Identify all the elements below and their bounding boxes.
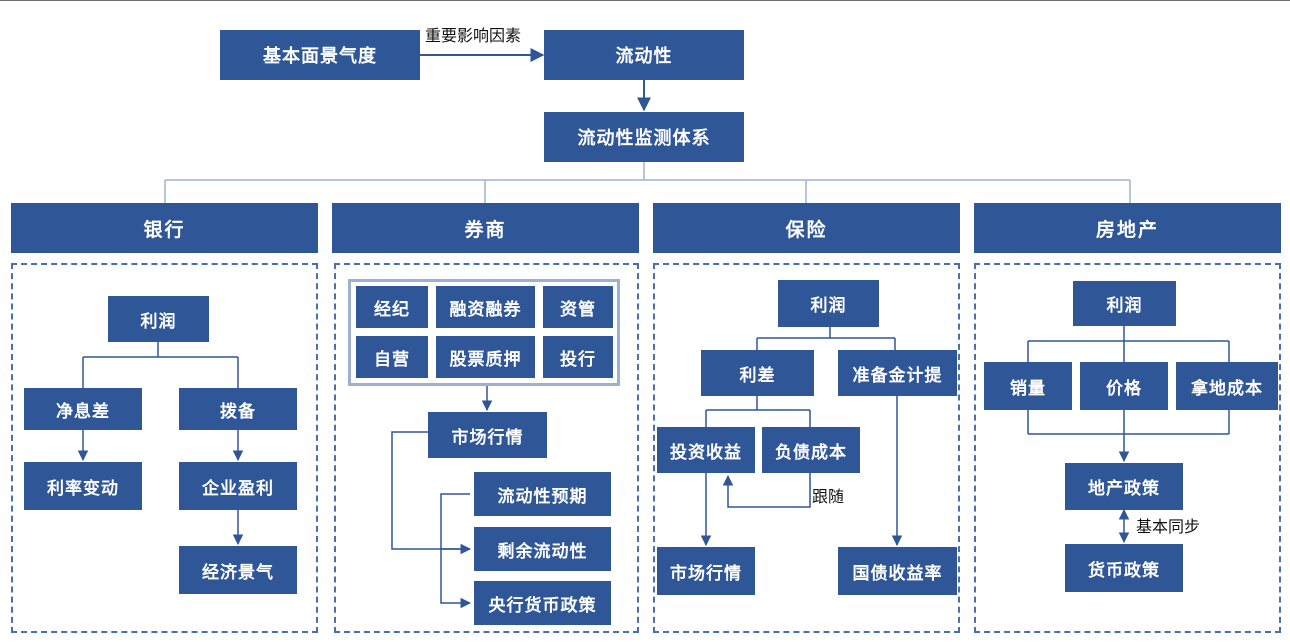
ins-market-box: 市场行情 <box>657 547 755 595</box>
bank-panel <box>11 263 318 633</box>
broker-cb-policy-box: 央行货币政策 <box>474 581 611 625</box>
insurance-lines <box>700 327 903 547</box>
bank-economy-box: 经济景气 <box>179 546 297 594</box>
broker-lines <box>391 386 493 609</box>
sector-header-bank: 银行 <box>11 203 318 253</box>
bank-nim-box: 净息差 <box>24 388 142 430</box>
bank-corp-profit-box: 企业盈利 <box>179 462 297 510</box>
re-monetary-box: 货币政策 <box>1065 544 1183 592</box>
re-sales-box: 销量 <box>984 362 1072 410</box>
insurance-panel <box>653 263 960 633</box>
broker-excess-liq-box: 剩余流动性 <box>474 527 611 571</box>
bank-provision-box: 拨备 <box>179 388 297 430</box>
re-policy-box: 地产政策 <box>1065 463 1183 510</box>
broker-panel <box>334 263 639 633</box>
liquidity-monitor-box: 流动性监测体系 <box>544 112 744 162</box>
sector-header-broker: 券商 <box>332 203 639 253</box>
realestate-panel <box>974 263 1281 633</box>
broker-asset-mgmt-box: 资管 <box>543 286 613 328</box>
broker-brokerage-box: 经纪 <box>356 286 428 328</box>
re-sync-label: 基本同步 <box>1136 517 1201 536</box>
ins-bond-yield-box: 国债收益率 <box>838 547 957 595</box>
edge-label-important-factor: 重要影响因素 <box>425 22 522 46</box>
bank-profit-box: 利润 <box>108 296 209 342</box>
top-border-line <box>0 0 1290 1</box>
broker-margin-box: 融资融券 <box>436 286 535 328</box>
broker-pledge-box: 股票质押 <box>436 336 535 378</box>
broker-market-box: 市场行情 <box>428 412 547 458</box>
sector-header-realestate: 房地产 <box>974 203 1281 253</box>
ins-reserve-box: 准备金计提 <box>838 350 957 396</box>
ins-inv-return-box: 投资收益 <box>657 427 755 473</box>
re-price-box: 价格 <box>1080 362 1168 410</box>
re-profit-box: 利润 <box>1073 281 1176 326</box>
ins-profit-box: 利润 <box>778 280 879 327</box>
broker-ib-box: 投行 <box>543 336 613 378</box>
ins-spread-box: 利差 <box>701 350 814 396</box>
sector-tree-lines <box>164 162 1131 203</box>
liquidity-box: 流动性 <box>544 30 744 80</box>
ins-liab-cost-box: 负债成本 <box>762 427 860 473</box>
broker-proprietary-box: 自营 <box>356 336 428 378</box>
ins-follow-label: 跟随 <box>812 487 845 506</box>
bank-rate-change-box: 利率变动 <box>24 462 142 510</box>
sector-header-insurance: 保险 <box>653 203 960 253</box>
realestate-lines <box>1027 326 1230 544</box>
broker-liq-expect-box: 流动性预期 <box>474 472 611 516</box>
fundamental-box: 基本面景气度 <box>220 30 420 80</box>
re-land-cost-box: 拿地成本 <box>1176 362 1278 410</box>
bank-lines <box>77 342 244 546</box>
